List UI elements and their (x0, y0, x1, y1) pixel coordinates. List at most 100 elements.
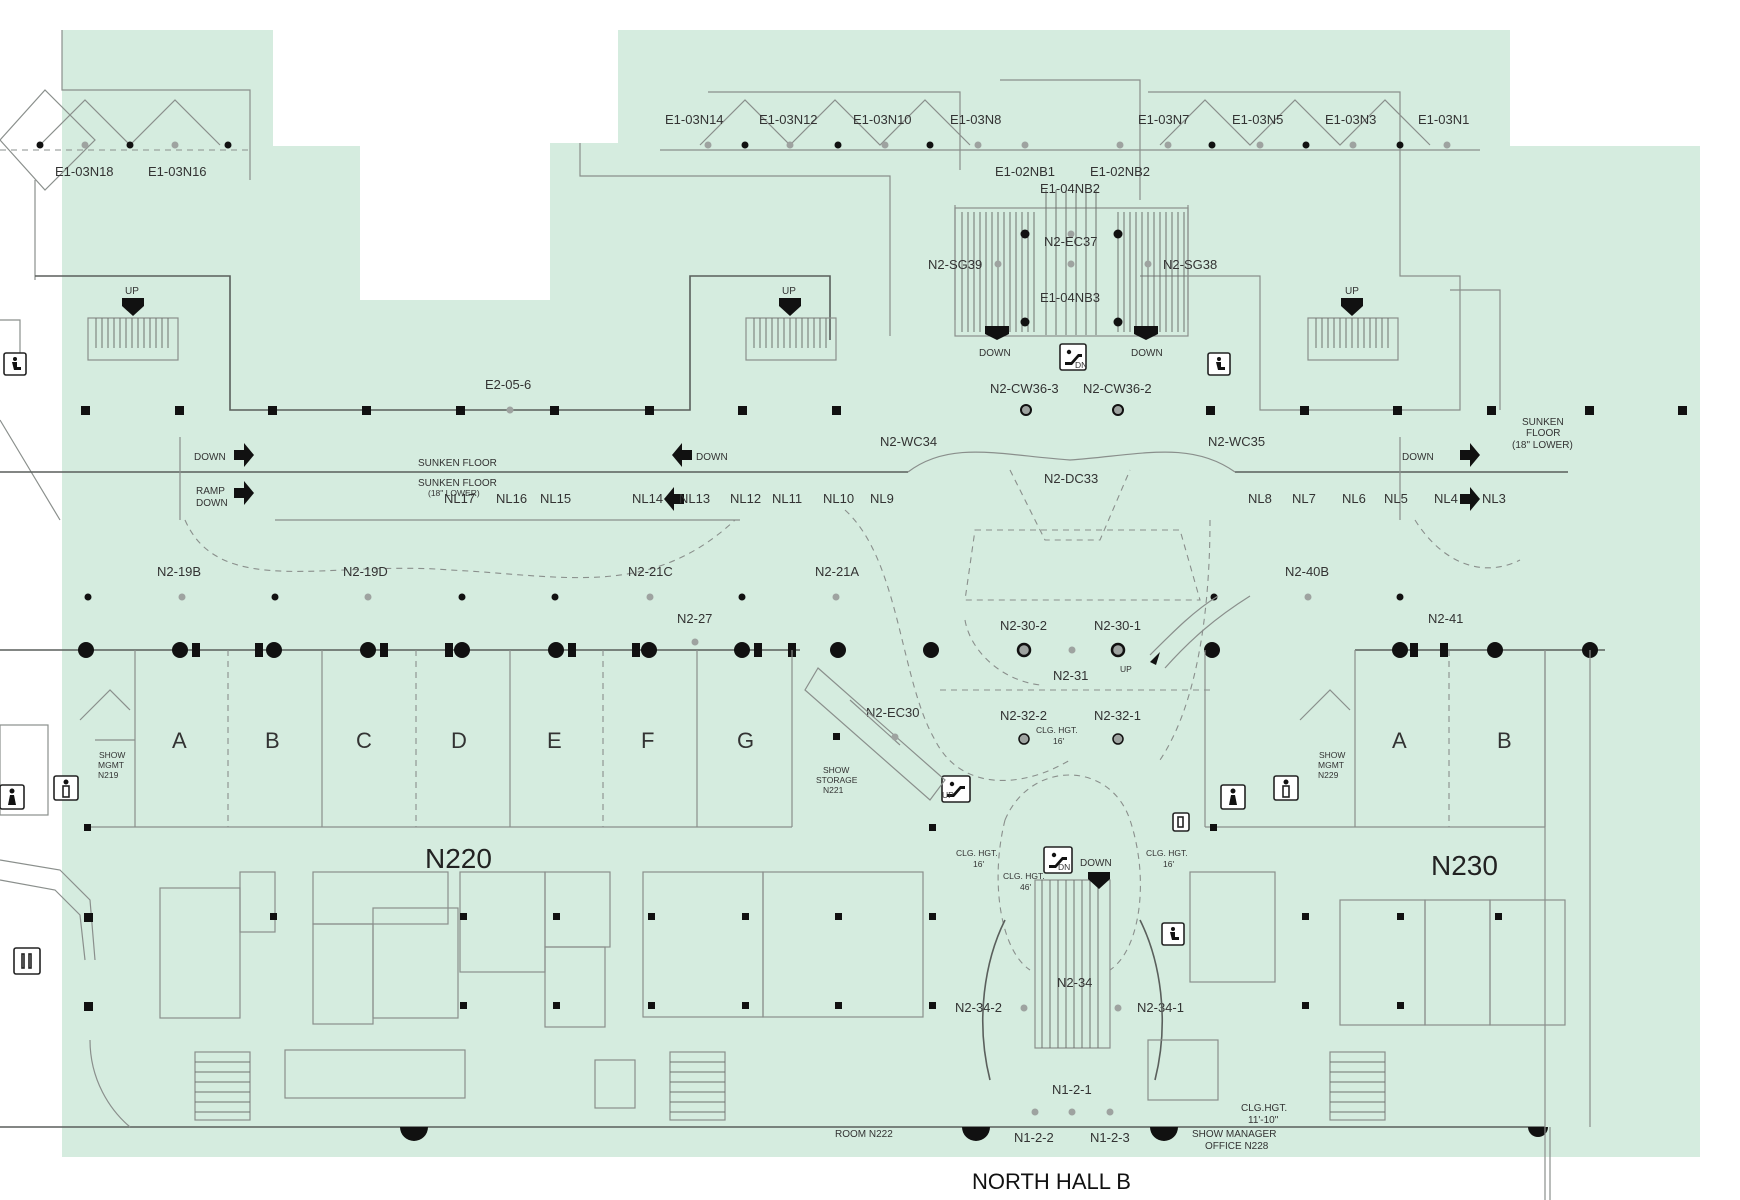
down-label: DOWN (1131, 348, 1163, 359)
stair-label: UP (782, 286, 796, 297)
grid-label: N1-2-2 (1014, 1130, 1054, 1145)
show-storage-label: N221 (823, 785, 844, 795)
show-storage-label: SHOW (823, 765, 849, 775)
bottom-labels: ROOM N222 SHOW MANAGER OFFICE N228 NORTH… (400, 1127, 1551, 1200)
room-letter: B (1497, 728, 1512, 753)
nl-label: NL15 (540, 491, 571, 506)
grid-label: N2-34 (1057, 975, 1092, 990)
grid-label: N2-30-2 (1000, 618, 1047, 633)
central-escalators: E1-02NB1 E1-02NB2 E1-04NB2 N2-EC37 N2-SG… (928, 164, 1217, 337)
booth-label: E1-03N16 (148, 164, 207, 179)
column-row-650 (78, 642, 1598, 658)
nl-label: NL3 (1482, 491, 1506, 506)
show-mgmt-right: SHOW MGMT N229 (1318, 750, 1345, 780)
room-label: OFFICE N228 (1205, 1141, 1269, 1152)
escalator-label: E1-02NB2 (1090, 164, 1150, 179)
zone-label: N2-CW36-3 (990, 381, 1059, 396)
grid-label: N2-27 (677, 611, 712, 626)
elevator-accessible-icon (3, 352, 27, 376)
dashed-boundaries (184, 509, 1521, 971)
grid-label: N2-40B (1285, 564, 1329, 579)
elevator-accessible-icon (1207, 352, 1231, 376)
phone-icon (1172, 812, 1190, 832)
down-label: DOWN (1080, 858, 1112, 869)
ceiling-label: CLG. HGT. (1003, 871, 1045, 881)
show-storage: SHOW STORAGE N221 (816, 765, 858, 795)
down-label: DOWN (194, 452, 226, 463)
central-down-arrows: DOWN DOWN (979, 326, 1163, 359)
grid-label: N2-30-1 (1094, 618, 1141, 633)
left-edge-structures (0, 89, 96, 961)
room-letter: G (737, 728, 754, 753)
up-label: UP (1120, 664, 1132, 674)
room-letter: A (1392, 728, 1407, 753)
column-row-597 (84, 593, 1404, 601)
escalator-icon (1059, 343, 1087, 371)
ceiling-label: CLG. HGT. (1146, 848, 1188, 858)
room-label: ROOM N222 (835, 1129, 893, 1140)
grid-label: N2-34-1 (1137, 1000, 1184, 1015)
dn-label: DN (1075, 360, 1087, 370)
column-row-410 (81, 404, 1687, 416)
ceiling-heights: CLG. HGT. 16' CLG. HGT. 46' CLG. HGT. 16… (956, 725, 1287, 1126)
nl-label: NL12 (730, 491, 761, 506)
restroom-women-icon (1220, 784, 1246, 810)
elevator-accessible-icon (1161, 922, 1185, 946)
room-letter: B (265, 728, 280, 753)
stair-label: UP (125, 286, 139, 297)
stair-label: UP (1345, 286, 1359, 297)
nl-label: NL17 (444, 491, 475, 506)
lower-escalator: DOWN N2-34 N2-34-2 N2-34-1 N1-2-1 N1-2-2… (955, 858, 1184, 1145)
grid-label: N2-EC30 (866, 705, 919, 720)
hall-name-n230: N230 (1431, 850, 1498, 881)
corridor-wall (0, 437, 1568, 601)
stair-mid: UP (745, 286, 837, 361)
dn-label: DN (1058, 862, 1070, 872)
ramp-label: RAMP (196, 486, 225, 497)
booth-label: E1-03N12 (759, 112, 818, 127)
booth-label: E1-03N7 (1138, 112, 1189, 127)
rooms-left: A B C D E F G (172, 728, 754, 753)
escalator-label: N2-EC37 (1044, 234, 1097, 249)
grid-label: N2-21C (628, 564, 673, 579)
nl-label: NL16 (496, 491, 527, 506)
ceiling-label: CLG.HGT. (1241, 1103, 1287, 1114)
stair-left: UP (87, 286, 179, 361)
room-letter: C (356, 728, 372, 753)
escalator-label: E1-04NB2 (1040, 181, 1100, 196)
grid-label: N2-31 (1053, 668, 1088, 683)
zone-label: E2-05-6 (485, 377, 531, 392)
grid-label: N2-19D (343, 564, 388, 579)
booth-labels-top: E1-03N18 E1-03N16 E1-03N14 E1-03N12 E1-0… (55, 112, 1469, 179)
show-mgmt-label: SHOW (99, 750, 125, 760)
escalator-label: N2-SG39 (928, 257, 982, 272)
grid-label: N2-19B (157, 564, 201, 579)
north-hall-label: NORTH HALL B (972, 1169, 1131, 1194)
room-letter: A (172, 728, 187, 753)
down-label: DOWN (696, 452, 728, 463)
room-letter: F (641, 728, 654, 753)
booth-label: E1-03N5 (1232, 112, 1283, 127)
up-label: UP (942, 790, 954, 800)
grid-labels: N2-19B N2-19D N2-21C N2-21A N2-27 N2-40B… (157, 564, 1463, 723)
nl-label: NL10 (823, 491, 854, 506)
zone-label: N2-DC33 (1044, 471, 1098, 486)
booth-label: E1-03N10 (853, 112, 912, 127)
booth-label: E1-03N1 (1418, 112, 1469, 127)
zone-label: N2-WC35 (1208, 434, 1265, 449)
nl-label: NL6 (1342, 491, 1366, 506)
nl-label: NL14 (632, 491, 663, 506)
top-booth-grid (0, 99, 1480, 151)
sunken-floor-label: SUNKEN FLOOR (418, 458, 497, 469)
nl-label: NL13 (679, 491, 710, 506)
nl-label: NL5 (1384, 491, 1408, 506)
ec30-escalator (804, 667, 946, 801)
ceiling-label: 16' (1053, 736, 1064, 746)
sunken-floor-label: FLOOR (1526, 428, 1560, 439)
show-storage-label: STORAGE (816, 775, 858, 785)
ceiling-label: 46' (1020, 882, 1031, 892)
sunken-floor-label: SUNKEN FLOOR (418, 478, 497, 489)
nl-label: NL4 (1434, 491, 1458, 506)
sunken-floor-label: (18" LOWER) (1512, 440, 1573, 451)
ceiling-label: CLG. HGT. (956, 848, 998, 858)
